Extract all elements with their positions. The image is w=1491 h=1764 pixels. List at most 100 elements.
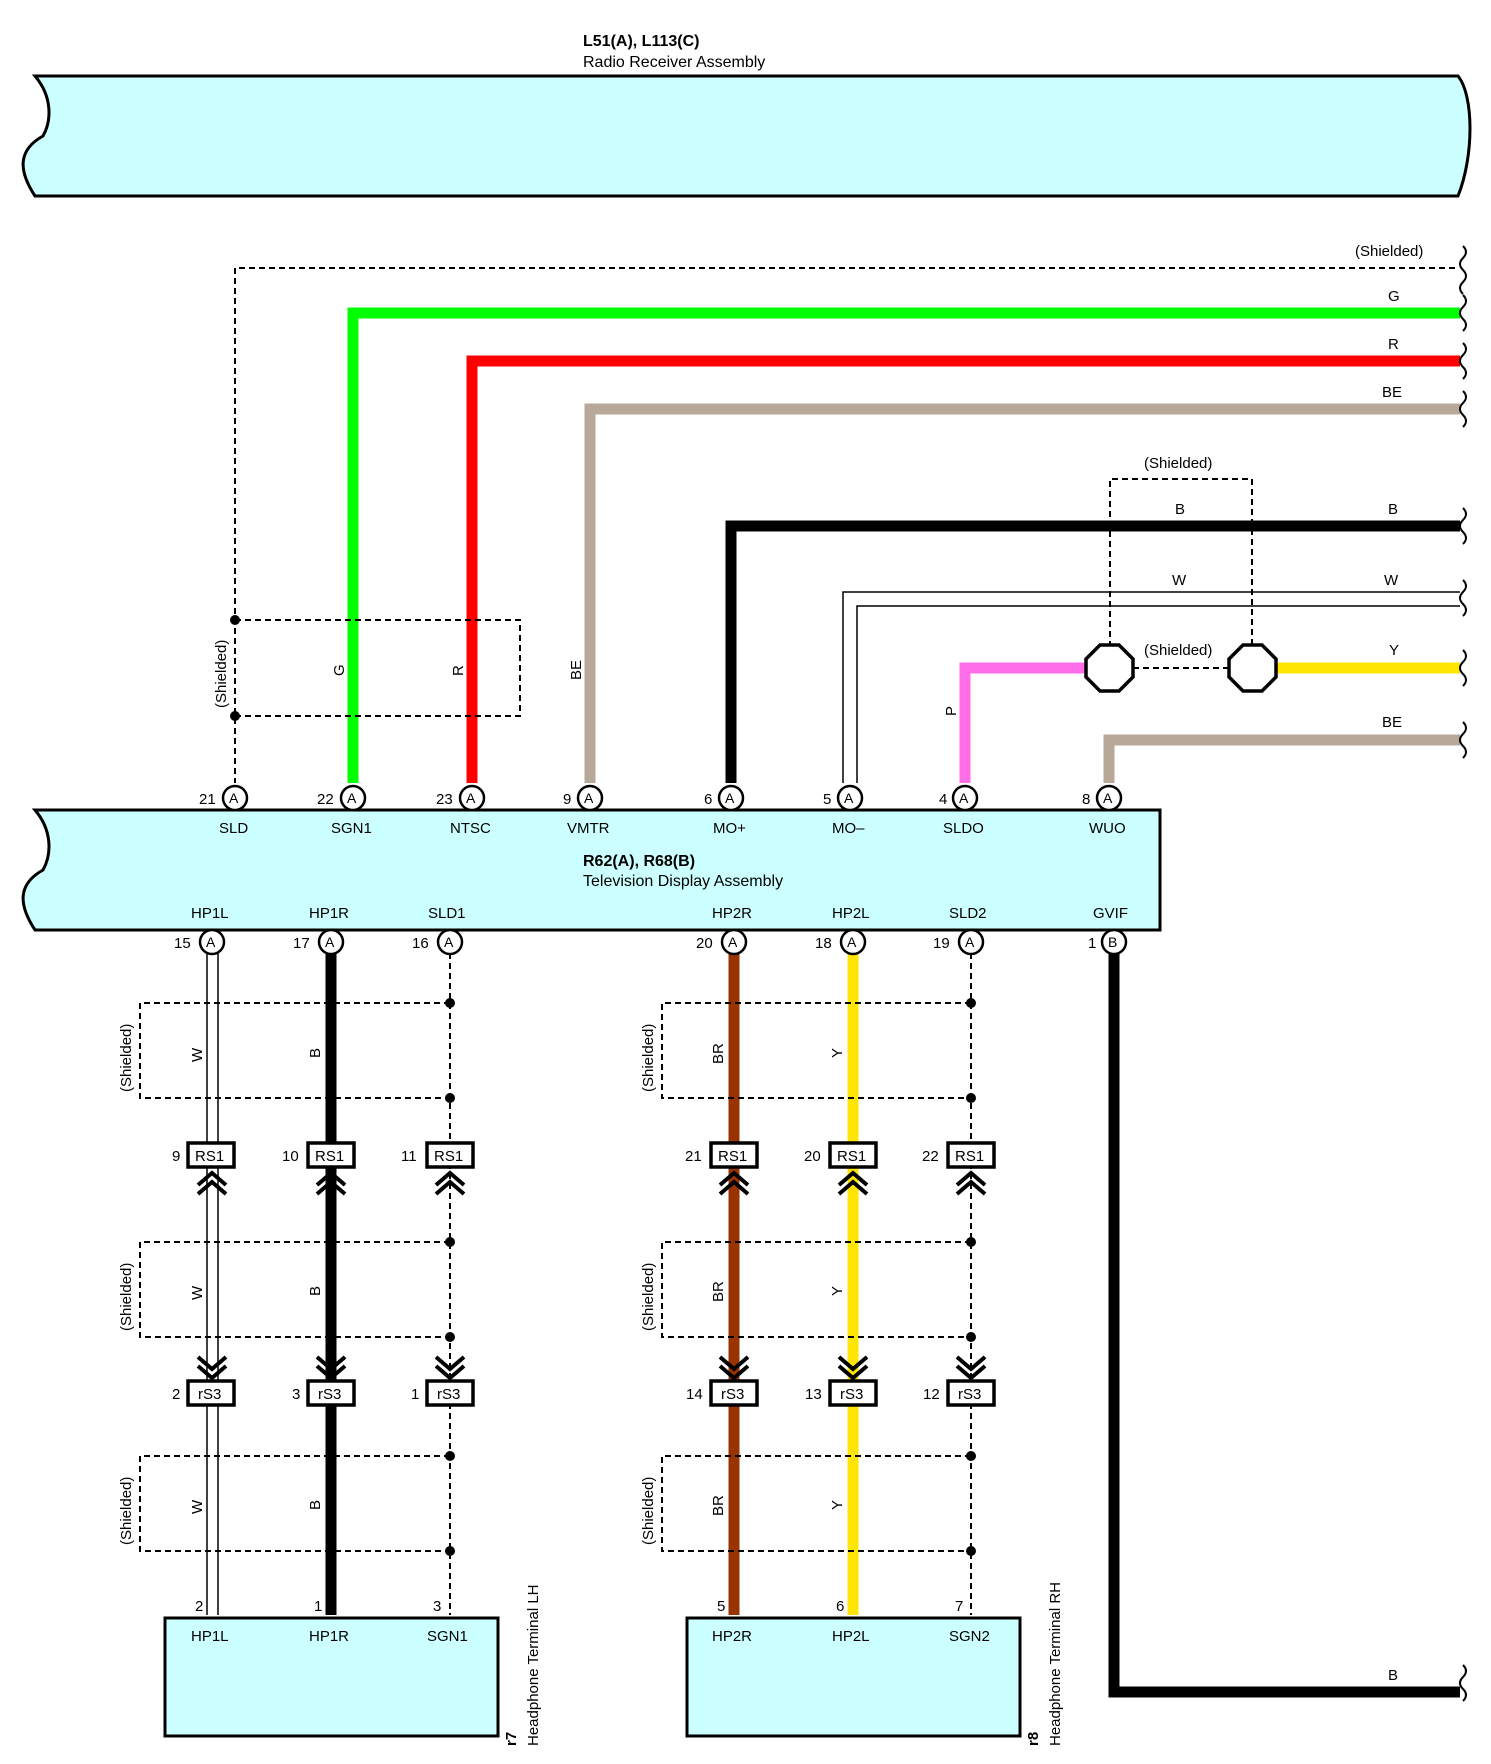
svg-text:A: A bbox=[206, 934, 216, 950]
svg-text:B: B bbox=[307, 1500, 324, 1510]
svg-text:HP1R: HP1R bbox=[309, 1628, 349, 1645]
label-r-right: R bbox=[1388, 336, 1399, 353]
svg-text:rS3: rS3 bbox=[198, 1386, 221, 1403]
label-y-right: Y bbox=[1389, 642, 1399, 659]
svg-text:1: 1 bbox=[314, 1598, 322, 1615]
pin-mo-plus: A 6 MO+ bbox=[704, 784, 746, 837]
pin-ntsc: A 23 NTSC bbox=[436, 784, 491, 837]
svg-text:W: W bbox=[189, 1047, 206, 1062]
svg-text:SGN1: SGN1 bbox=[427, 1628, 468, 1645]
label-shielded-lh-3: (Shielded) bbox=[118, 1477, 135, 1545]
lh-name: Headphone Terminal LH bbox=[525, 1585, 542, 1747]
pin-mo-minus: A 5 MO– bbox=[823, 784, 865, 837]
label-g-right: G bbox=[1388, 288, 1400, 305]
svg-text:14: 14 bbox=[686, 1386, 703, 1403]
svg-text:9: 9 bbox=[563, 791, 571, 808]
svg-text:A: A bbox=[229, 790, 239, 806]
svg-text:rS3: rS3 bbox=[437, 1386, 460, 1403]
svg-text:SLD1: SLD1 bbox=[428, 905, 466, 922]
svg-text:Y: Y bbox=[829, 1286, 846, 1296]
svg-text:A: A bbox=[466, 790, 476, 806]
label-b-bottom-right: B bbox=[1388, 1667, 1398, 1684]
pin-hp1r: HP1R A 17 bbox=[293, 905, 349, 956]
label-shielded-rh-2: (Shielded) bbox=[640, 1263, 657, 1331]
radio-name: Radio Receiver Assembly bbox=[583, 54, 765, 71]
wire-green bbox=[347, 307, 1460, 783]
svg-text:1: 1 bbox=[1088, 935, 1096, 952]
label-shielded-lh-1: (Shielded) bbox=[118, 1024, 135, 1092]
wire-red bbox=[466, 355, 1460, 783]
pin-sld2: SLD2 A 19 bbox=[933, 905, 987, 956]
pin-hp2l: HP2L A 18 bbox=[815, 905, 870, 956]
label-be-right-2: BE bbox=[1382, 714, 1402, 731]
svg-text:A: A bbox=[965, 934, 975, 950]
svg-text:rS3: rS3 bbox=[958, 1386, 981, 1403]
pin-sldo: A 4 SLDO bbox=[939, 784, 984, 837]
svg-text:HP1R: HP1R bbox=[309, 905, 349, 922]
label-g-vert: G bbox=[331, 664, 348, 676]
svg-text:13: 13 bbox=[805, 1386, 822, 1403]
headphone-terminal-rh: 5 6 7 HP2R HP2L SGN2 r8 Headphone Termin… bbox=[685, 1582, 1064, 1746]
svg-text:19: 19 bbox=[933, 935, 950, 952]
svg-text:RS1: RS1 bbox=[315, 1148, 344, 1165]
label-shielded-vert-top: (Shielded) bbox=[213, 640, 230, 708]
svg-text:HP2R: HP2R bbox=[712, 905, 752, 922]
svg-text:RS1: RS1 bbox=[837, 1148, 866, 1165]
svg-text:11: 11 bbox=[401, 1148, 417, 1165]
label-shielded-rh-1: (Shielded) bbox=[640, 1024, 657, 1092]
svg-text:B: B bbox=[307, 1286, 324, 1296]
pin-sgn1: A 22 SGN1 bbox=[317, 784, 372, 837]
pin-hp1l: HP1L A 15 bbox=[174, 905, 229, 956]
svg-text:SGN1: SGN1 bbox=[331, 820, 372, 837]
pin-vmtr: A 9 VMTR bbox=[563, 784, 610, 837]
svg-text:1: 1 bbox=[411, 1386, 419, 1403]
label-w-right: W bbox=[1384, 572, 1399, 589]
svg-text:HP1L: HP1L bbox=[191, 905, 229, 922]
svg-text:rS3: rS3 bbox=[840, 1386, 863, 1403]
svg-text:22: 22 bbox=[922, 1148, 939, 1165]
svg-text:W: W bbox=[189, 1285, 206, 1300]
svg-text:18: 18 bbox=[815, 935, 832, 952]
svg-text:16: 16 bbox=[412, 935, 429, 952]
shield-box-top bbox=[1109, 478, 1253, 647]
label-shielded-box: (Shielded) bbox=[1144, 455, 1212, 472]
lower-wires: (Shielded) (Shielded) (Shielded) (Shield… bbox=[118, 953, 1460, 1698]
wire-sld-shield bbox=[234, 267, 1455, 783]
svg-text:4: 4 bbox=[939, 791, 947, 808]
svg-text:6: 6 bbox=[704, 791, 712, 808]
wire-black-gvif bbox=[1108, 953, 1460, 1698]
svg-text:7: 7 bbox=[955, 1598, 963, 1615]
svg-text:Y: Y bbox=[829, 1500, 846, 1510]
label-be-right: BE bbox=[1382, 384, 1402, 401]
shield-box-left bbox=[235, 619, 521, 717]
shield-boxes bbox=[139, 998, 976, 1556]
tv-top-pins: A 21 SLD A 22 SGN1 A 23 NTSC A 9 VMTR A … bbox=[199, 784, 1126, 837]
tv-code: R62(A), R68(B) bbox=[583, 853, 695, 870]
label-r-vert: R bbox=[450, 665, 467, 676]
svg-text:A: A bbox=[584, 790, 594, 806]
pin-sld: A 21 SLD bbox=[199, 784, 248, 837]
svg-text:12: 12 bbox=[923, 1386, 940, 1403]
svg-text:BR: BR bbox=[710, 1043, 727, 1064]
svg-text:HP2L: HP2L bbox=[832, 905, 870, 922]
break-marks bbox=[1459, 245, 1467, 1702]
svg-text:RS1: RS1 bbox=[955, 1148, 984, 1165]
headphone-terminal-lh: 2 1 3 HP1L HP1R SGN1 r7 Headphone Termin… bbox=[163, 1585, 542, 1747]
label-p: P bbox=[943, 706, 960, 716]
svg-text:23: 23 bbox=[436, 791, 453, 808]
lh-id: r7 bbox=[503, 1732, 520, 1746]
lower-wire-labels: (Shielded) (Shielded) (Shielded) (Shield… bbox=[118, 1024, 1398, 1684]
svg-text:20: 20 bbox=[696, 935, 713, 952]
splice-left-icon bbox=[1084, 643, 1135, 693]
label-shielded-octagon: (Shielded) bbox=[1144, 642, 1212, 659]
upper-wire-labels: (Shielded) G R BE (Shielded) B B W W (Sh… bbox=[213, 243, 1423, 731]
svg-text:MO+: MO+ bbox=[713, 820, 746, 837]
svg-text:A: A bbox=[725, 790, 735, 806]
svg-text:RS1: RS1 bbox=[718, 1148, 747, 1165]
svg-text:A: A bbox=[847, 934, 857, 950]
svg-text:22: 22 bbox=[317, 791, 334, 808]
splice-right-icon bbox=[1227, 643, 1278, 693]
